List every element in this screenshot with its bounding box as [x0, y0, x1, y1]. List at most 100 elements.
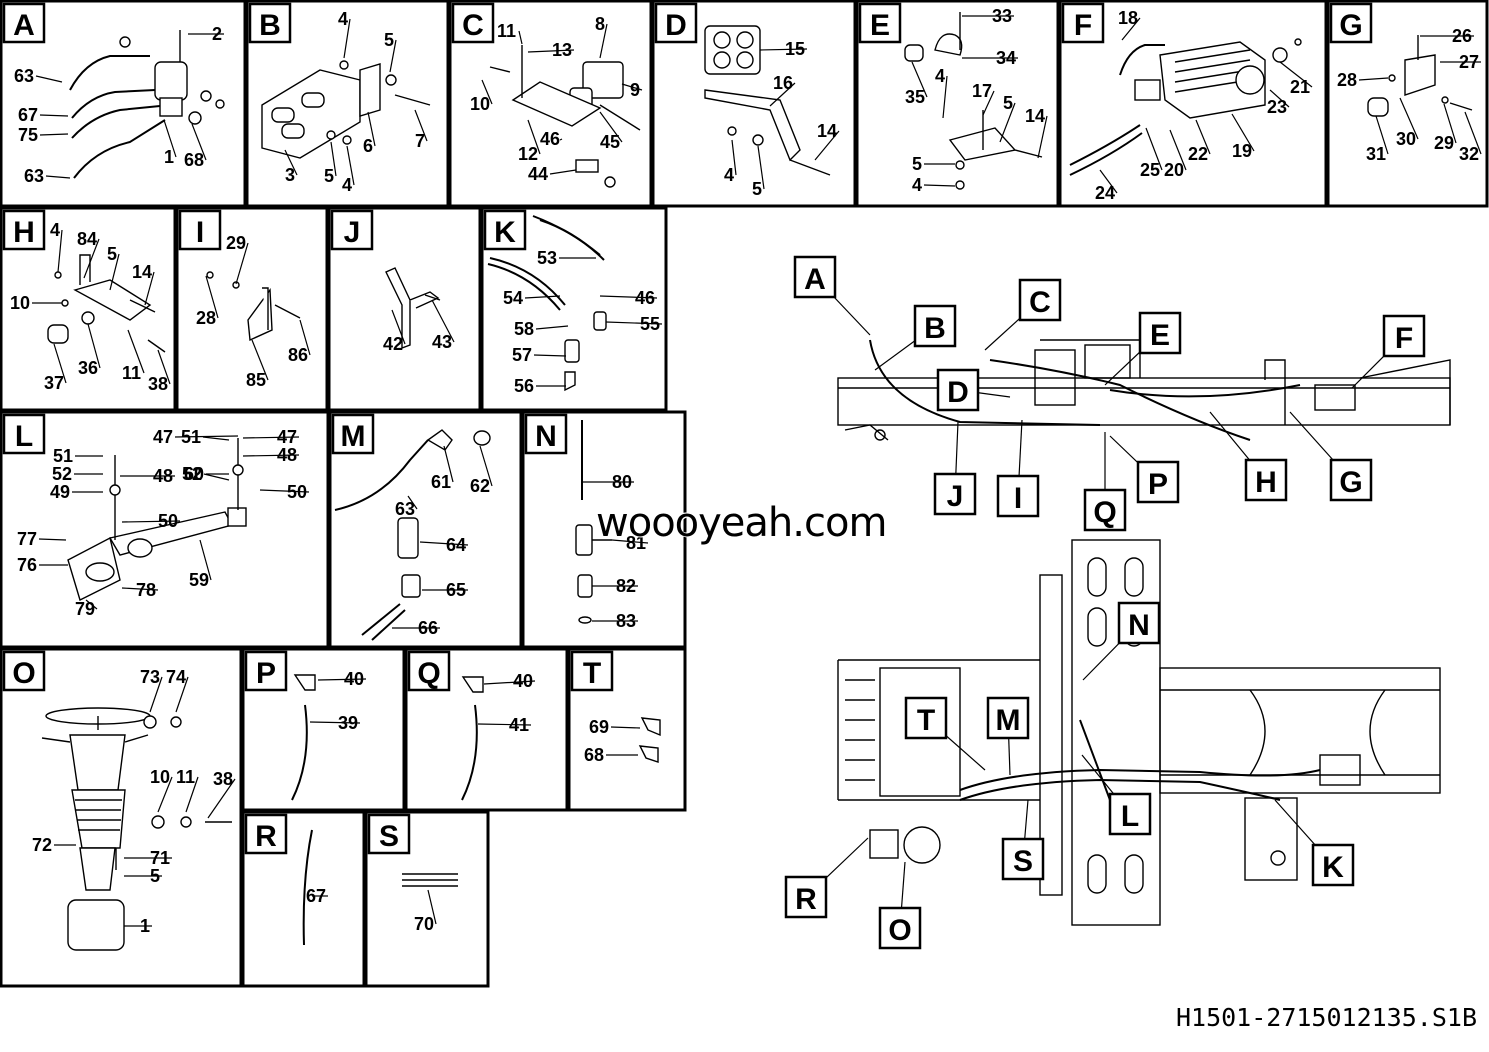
callout-number-j-42: 42: [383, 334, 403, 354]
callout-leader: [109, 253, 120, 291]
callout-leader: [407, 495, 418, 510]
callout-leader: [157, 349, 171, 385]
callout-number-g-27: 27: [1459, 52, 1479, 72]
callout-number-f-23: 23: [1267, 97, 1287, 117]
callout-number-l-49: 49: [50, 482, 70, 502]
callout-leader: [1358, 77, 1389, 81]
callout-leader: [127, 329, 145, 374]
callout-number-f-25: 25: [1140, 160, 1160, 180]
callout-number-h-5: 5: [107, 244, 117, 264]
callout-leader: [242, 436, 300, 439]
callout-leader: [599, 111, 623, 143]
overview-tag-box-side-d: [936, 368, 980, 412]
overview-tag-box-top-t: [904, 696, 948, 740]
panel-tag-box-q: [407, 650, 451, 692]
panel-s-drawing: [402, 873, 458, 887]
callout-number-e-35: 35: [905, 87, 925, 107]
panel-tag-d: D: [665, 9, 687, 42]
callout-leader: [205, 275, 219, 319]
panel-c-drawing: [489, 45, 641, 188]
callout-leader: [391, 309, 406, 345]
callout-number-a-67: 67: [18, 105, 38, 125]
panel-frames: [0, 0, 1489, 988]
panel-tag-n: N: [535, 420, 557, 453]
callout-number-o-11: 11: [176, 767, 195, 787]
callout-leader: [1464, 111, 1482, 155]
callout-leader: [481, 79, 493, 105]
callout-number-k-53: 53: [537, 248, 557, 268]
callout-number-k-58: 58: [514, 319, 534, 339]
overview-tag-side-i: I: [1014, 482, 1022, 515]
panel-tag-box-o: [2, 650, 46, 692]
panel-tag-box-d: [654, 2, 698, 44]
callout-number-k-46: 46: [635, 288, 655, 308]
callout-number-l-52: 52: [52, 464, 72, 484]
panel-tag-box-n: [524, 413, 568, 455]
panel-tag-o: O: [12, 657, 35, 690]
panel-tag-c: C: [462, 9, 484, 42]
callout-number-e-14: 14: [1025, 106, 1045, 126]
panel-tag-h: H: [13, 216, 35, 249]
panel-d-drawing: [704, 25, 831, 176]
callout-leader: [518, 30, 523, 45]
drawing-number: H1501-2715012135.S1B: [1175, 1003, 1477, 1032]
callout-number-k-54: 54: [503, 288, 523, 308]
callout-leader: [414, 109, 428, 142]
callout-leader: [121, 587, 159, 591]
callout-number-d-14: 14: [817, 121, 837, 141]
callout-number-o-73: 73: [140, 667, 160, 687]
callout-number-l-51: 51: [53, 446, 73, 466]
panel-m-drawing: [334, 429, 491, 641]
callout-number-f-19: 19: [1232, 141, 1252, 161]
callout-number-h-11: 11: [122, 363, 141, 383]
callout-leader: [535, 325, 569, 330]
callout-leader: [1037, 115, 1048, 159]
callout-leader: [259, 489, 310, 493]
callout-number-o-38: 38: [213, 769, 233, 789]
overview-top-view: [837, 539, 1441, 926]
panel-tag-l: L: [15, 420, 33, 453]
callout-number-o-10: 10: [150, 767, 170, 787]
callout-number-o-1: 1: [140, 916, 150, 936]
overview-tag-box-top-r: [784, 875, 828, 919]
callout-number-e-17: 17: [972, 81, 992, 101]
callout-number-c-10: 10: [470, 94, 490, 114]
callout-leader: [427, 889, 437, 925]
callout-number-f-24: 24: [1095, 183, 1115, 203]
callout-number-m-64: 64: [446, 535, 466, 555]
panel-tag-box-s: [367, 813, 411, 855]
overview-tag-side-j: J: [947, 480, 964, 513]
callout-leader: [45, 175, 71, 179]
callout-leader: [174, 435, 239, 438]
callout-number-l-50: 50: [287, 482, 307, 502]
callout-leader: [605, 321, 663, 325]
panel-tag-box-f: [1061, 2, 1105, 44]
callout-number-h-37: 37: [44, 373, 64, 393]
callout-number-l-59: 59: [189, 570, 209, 590]
panel-tag-box-m: [331, 413, 375, 455]
callout-number-i-86: 86: [288, 345, 308, 365]
callout-leader: [431, 299, 455, 343]
overview-tag-box-top-n: [1117, 601, 1161, 645]
callout-leader: [367, 111, 376, 147]
overview-tag-box-top-k: [1311, 843, 1355, 887]
panel-drawings: [41, 12, 1473, 951]
callout-leader: [769, 82, 796, 107]
panel-tag-i: I: [196, 216, 204, 249]
callout-number-l-51: 51: [181, 427, 201, 447]
callout-leader: [251, 339, 269, 381]
callout-leader: [419, 541, 469, 546]
callout-leader: [157, 776, 173, 813]
callout-number-d-16: 16: [773, 73, 793, 93]
callout-leader: [483, 680, 536, 685]
overview-tag-side-a: A: [804, 263, 826, 296]
callout-leader: [559, 138, 563, 141]
callout-leader: [207, 778, 236, 819]
callout-leader: [1375, 115, 1389, 155]
callout-number-g-31: 31: [1366, 144, 1386, 164]
overview-tag-box-side-c: [1018, 278, 1062, 322]
callout-number-l-48: 48: [277, 445, 297, 465]
panel-tag-box-g: [1329, 2, 1373, 44]
callout-number-i-29: 29: [226, 233, 246, 253]
